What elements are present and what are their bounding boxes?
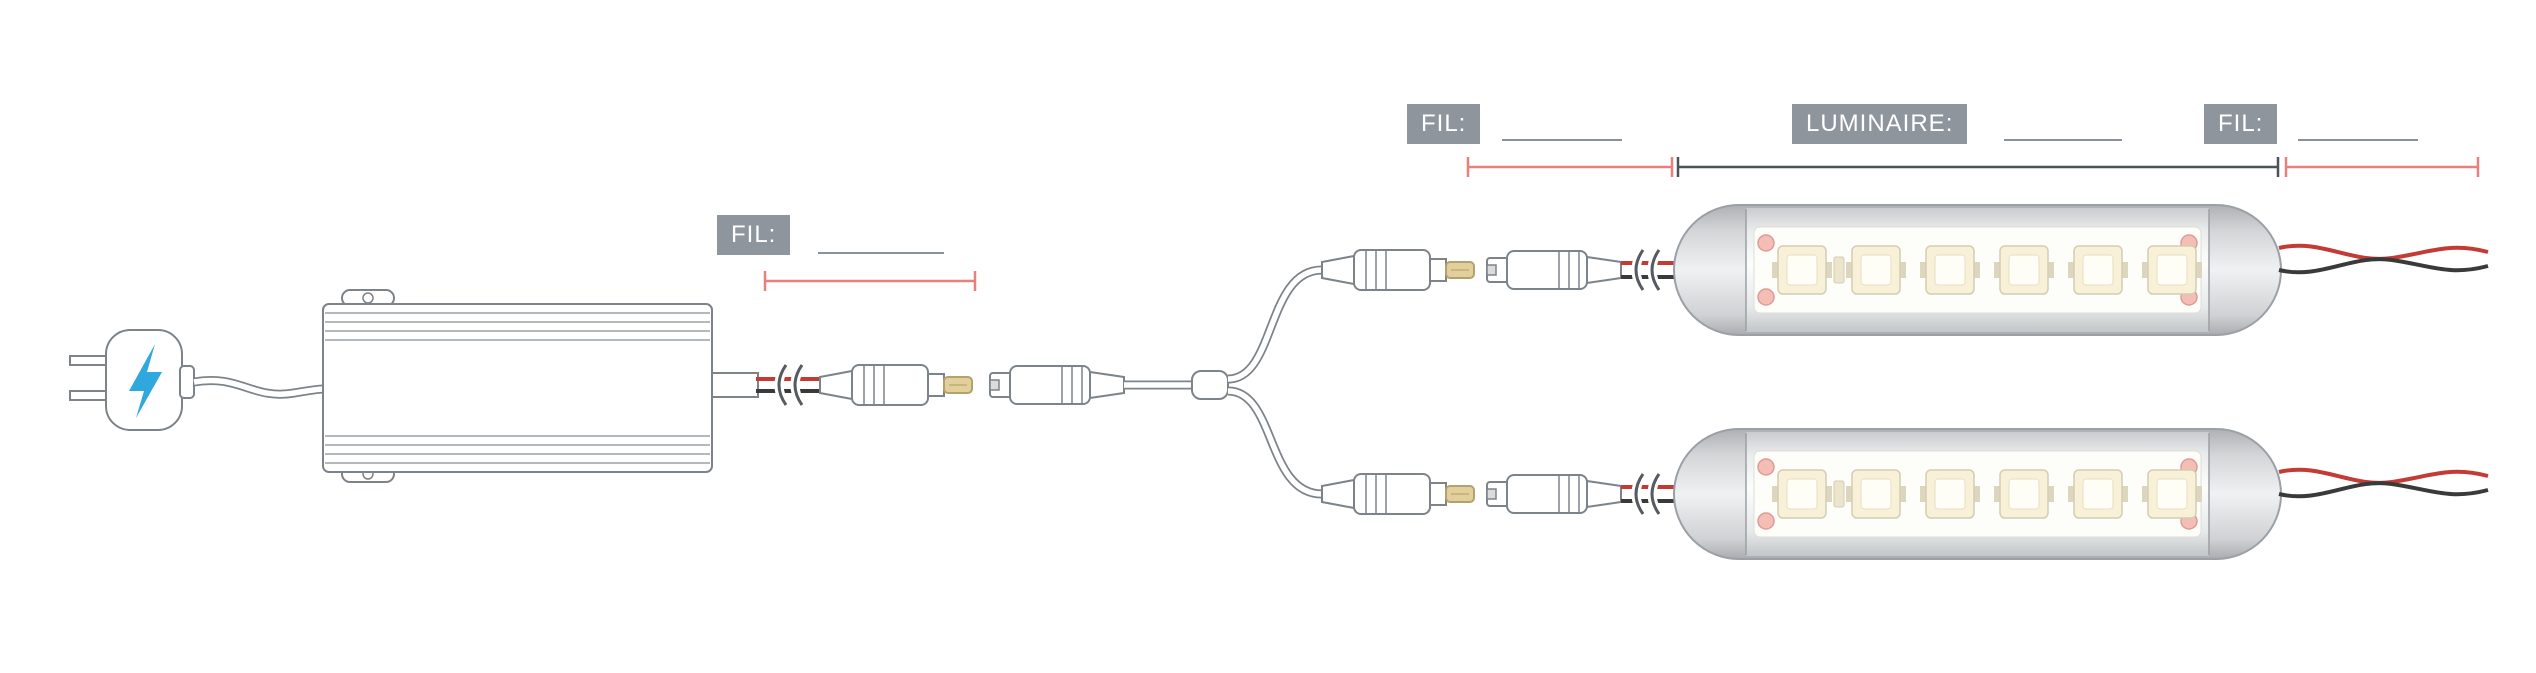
label-fil-mid: FIL:	[717, 215, 791, 255]
y-splitter	[1191, 370, 1229, 400]
plug-prong-top	[69, 355, 109, 366]
dimension-line-luminaire	[1676, 157, 2280, 177]
break-marks-icon	[1636, 474, 1659, 514]
luminaire-blank-line	[2004, 108, 2122, 141]
dc-male-connector-mid	[819, 364, 973, 406]
pigtail-lower	[1621, 474, 1674, 514]
led-bar-top	[1674, 205, 2281, 335]
led-bar-bottom	[1674, 429, 2281, 559]
fil-mid-blank-line	[818, 219, 944, 254]
lightning-bolt-icon	[129, 344, 162, 418]
label-fil-left: FIL:	[1407, 104, 1481, 144]
break-marks-icon	[779, 365, 802, 405]
dc-female-connector-upper	[1486, 250, 1622, 290]
fil-left-blank-line	[1502, 108, 1622, 141]
output-wires-top	[2278, 243, 2489, 275]
dc-male-connector-upper	[1321, 249, 1475, 291]
dimension-line-fil-mid	[763, 271, 977, 291]
label-luminaire: LUMINAIRE:	[1792, 104, 1968, 144]
output-wires-bottom	[2278, 467, 2489, 499]
dimension-line-fil-left	[1466, 157, 1674, 177]
dc-female-connector-mid	[989, 365, 1125, 405]
wire-break-mid	[756, 365, 822, 405]
plug-neck	[179, 365, 195, 399]
splitter-branch-lower	[1227, 386, 1323, 499]
pigtail-upper	[1621, 250, 1674, 290]
label-fil-right: FIL:	[2204, 104, 2278, 144]
dimension-line-fil-right	[2284, 157, 2480, 177]
led-driver	[322, 289, 759, 483]
fil-right-blank-line	[2298, 108, 2418, 141]
ac-plug	[69, 329, 195, 431]
power-cord	[193, 376, 324, 399]
break-marks-icon	[1636, 250, 1659, 290]
driver-output-stub	[711, 372, 759, 398]
dc-male-connector-lower	[1321, 473, 1475, 515]
splitter-branch-upper	[1227, 265, 1323, 384]
driver-fins	[325, 312, 710, 464]
driver-body	[322, 303, 713, 473]
plug-prong-bottom	[69, 390, 109, 401]
dc-female-connector-lower	[1486, 474, 1622, 514]
